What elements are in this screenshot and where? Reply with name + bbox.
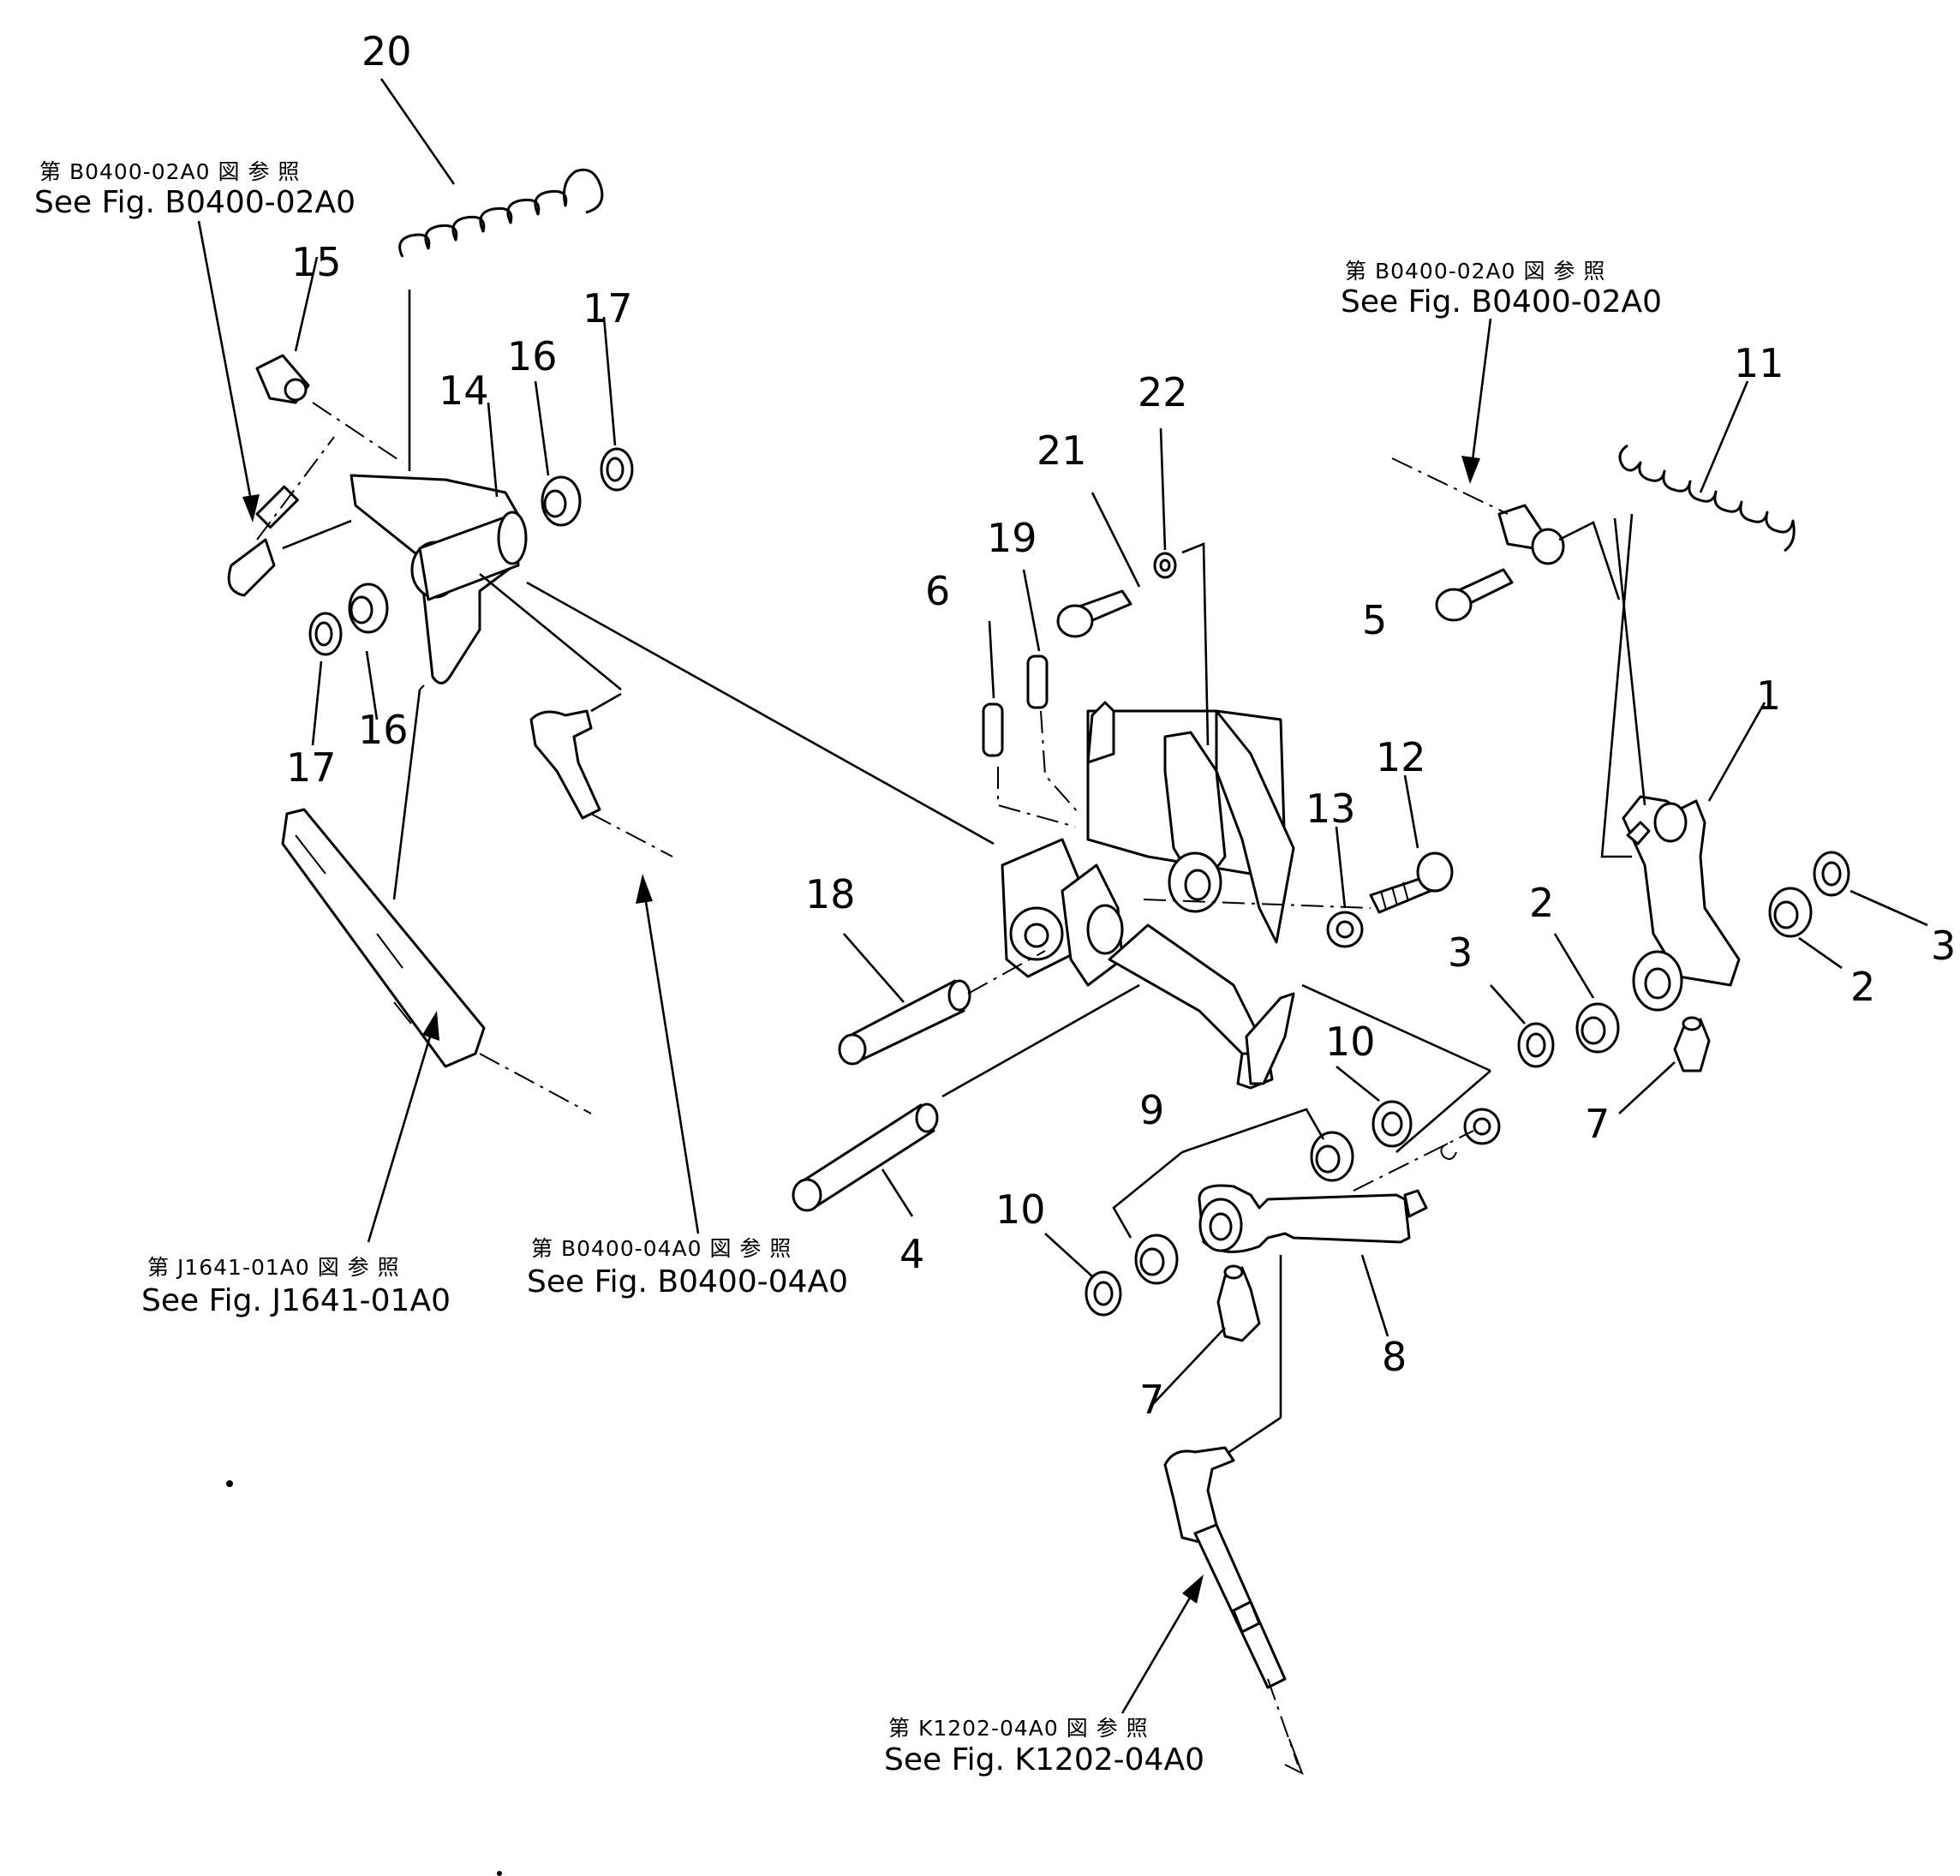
callout-14: 14 (439, 367, 489, 414)
ref-bottom-left-en: See Fig. J1641-01A0 (141, 1283, 451, 1318)
arrow-bottom-left (422, 1011, 439, 1041)
callout-9: 9 (1139, 1087, 1164, 1133)
rod-end-middle (529, 709, 601, 820)
callout-21: 21 (1037, 427, 1087, 474)
callout-2-left: 2 (1529, 880, 1554, 926)
bushing-16-upper (541, 475, 582, 527)
callout-22: 22 (1138, 369, 1188, 415)
lever-14 (350, 474, 528, 684)
callout-10-lower: 10 (995, 1186, 1046, 1233)
nut-13 (1326, 911, 1364, 948)
callout-7-left: 7 (1139, 1377, 1164, 1423)
bracket-5 (1001, 701, 1295, 1090)
callout-3-left: 3 (1448, 929, 1473, 976)
callout-7-right: 7 (1585, 1101, 1610, 1147)
callout-13: 13 (1306, 786, 1356, 832)
arrow-bottom-mid (636, 874, 653, 904)
bushing-9 (1310, 1131, 1354, 1182)
ring-10-lower (1085, 1270, 1122, 1317)
callout-16-upper: 16 (507, 333, 558, 379)
callout-3-right: 3 (1931, 923, 1956, 969)
bolt-12 (1369, 851, 1454, 914)
callout-8: 8 (1382, 1334, 1407, 1380)
callout-10-upper: 10 (1325, 1019, 1376, 1065)
lever-1 (1622, 795, 1741, 1012)
ref-bottom-ja: 第 K1202-04A0 図 参 照 (888, 1716, 1149, 1741)
ring-3-right (1813, 851, 1850, 897)
grease-fitting-7-right (1673, 1016, 1711, 1072)
ref-bottom-mid-ja: 第 B0400-04A0 図 参 照 (531, 1236, 792, 1261)
ref-bottom-left-ja: 第 J1641-01A0 図 参 照 (147, 1255, 400, 1280)
ref-bottom-mid-en: See Fig. B0400-04A0 (527, 1264, 848, 1299)
callout-5: 5 (1362, 597, 1387, 643)
pin-19 (1026, 654, 1049, 709)
ref-top-left-en: See Fig. B0400-02A0 (34, 185, 356, 220)
speck (226, 1480, 233, 1487)
callout-12: 12 (1376, 734, 1426, 780)
bushing-10-lower-inner (1134, 1234, 1179, 1285)
grease-fitting-7-left (1216, 1264, 1261, 1342)
bushing-10-upper (1371, 1100, 1413, 1148)
callout-17-lower: 17 (286, 744, 337, 791)
ring-17-upper (600, 447, 634, 492)
nut-lower (1463, 1108, 1501, 1145)
ref-top-left-ja: 第 B0400-02A0 図 参 照 (39, 159, 300, 184)
callout-15: 15 (291, 239, 342, 285)
slotted-rod (281, 808, 486, 1068)
callout-20: 20 (362, 28, 412, 75)
pin-18 (838, 979, 971, 1066)
bushing-2-left (1575, 1002, 1620, 1054)
bushing-16-lower (348, 583, 389, 634)
callout-17-upper: 17 (583, 285, 633, 332)
pin-6 (982, 702, 1004, 757)
arrow-top-left (242, 494, 260, 523)
washer-22 (1153, 552, 1177, 579)
callout-16-lower: 16 (358, 707, 409, 753)
ring-17-lower (308, 612, 343, 656)
ref-bottom-en: See Fig. K1202-04A0 (884, 1742, 1204, 1777)
callout-1: 1 (1756, 672, 1781, 719)
ring-3-left (1517, 1022, 1555, 1068)
ball-joint-left (227, 485, 299, 597)
bolt-right (1435, 568, 1514, 622)
spring-20 (398, 168, 604, 258)
bolt-21 (1056, 589, 1132, 638)
grease-fitting-15 (255, 354, 310, 404)
rod-end-lower (1163, 1446, 1287, 1689)
lever-8 (1198, 1184, 1428, 1253)
arrow-bottom (1182, 1574, 1204, 1604)
rod-end-right (1497, 504, 1565, 565)
callout-6: 6 (925, 568, 950, 614)
ref-top-right-en: See Fig. B0400-02A0 (1341, 284, 1662, 320)
callout-11: 11 (1734, 340, 1784, 386)
speck (497, 1871, 502, 1876)
callout-18: 18 (805, 871, 856, 917)
ref-top-right-ja: 第 B0400-02A0 図 参 照 (1345, 259, 1605, 284)
callout-19: 19 (987, 515, 1037, 561)
spring-11 (1618, 444, 1796, 553)
shaft-4 (792, 1102, 939, 1212)
callout-4: 4 (899, 1231, 924, 1277)
arrow-top-right (1461, 456, 1480, 484)
bushing-2-right (1768, 887, 1813, 938)
callout-2-right: 2 (1850, 964, 1875, 1010)
